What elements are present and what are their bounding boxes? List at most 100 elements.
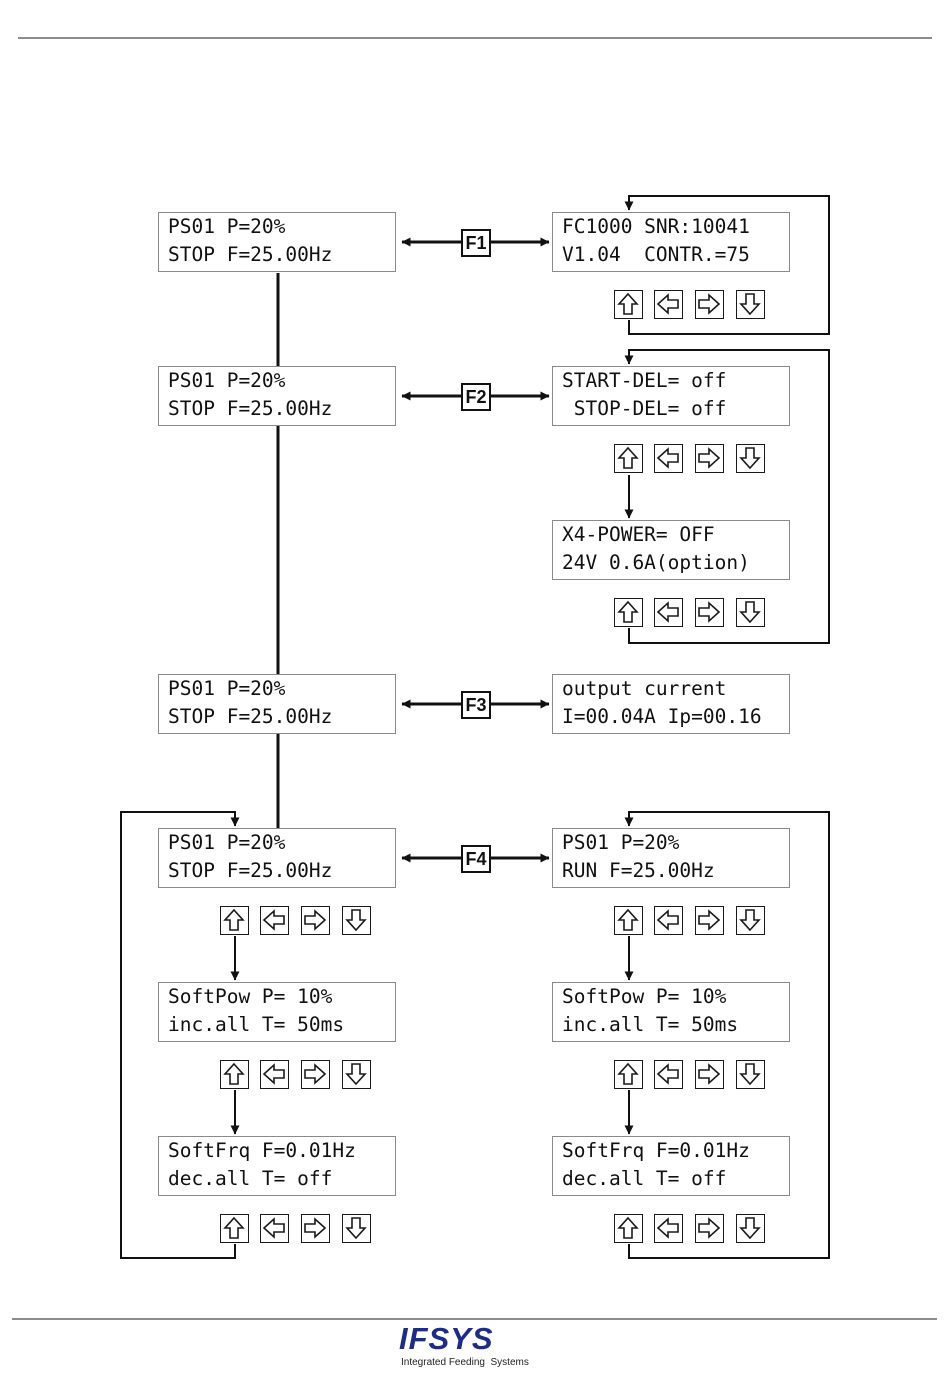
arrow-down-icon: [739, 1217, 761, 1240]
arrow-right-key: [301, 1060, 330, 1089]
f2-key: F2: [461, 383, 491, 411]
arrow-right-icon: [698, 1217, 721, 1239]
arrow-left-icon: [656, 909, 679, 931]
lcd-line-1: X4-POWER= OFF: [562, 523, 715, 546]
lcd-main-f3: PS01 P=20% STOP F=25.00Hz: [158, 674, 396, 734]
lcd-main-f1: PS01 P=20% STOP F=25.00Hz: [158, 212, 396, 272]
arrow-right-key: [695, 1060, 724, 1089]
arrow-right-icon: [304, 1063, 327, 1085]
lcd-line-1: PS01 P=20%: [168, 831, 286, 854]
f1-loop-line: [624, 195, 830, 335]
arrow-down-icon: [345, 909, 367, 932]
arrow-up-icon: [223, 1216, 245, 1239]
arrow-down-key: [736, 906, 765, 935]
arrow-left-key: [260, 1214, 289, 1243]
arrow-down-icon: [739, 293, 761, 316]
arrow-up-key: [614, 290, 643, 319]
lcd-delay: START-DEL= off STOP-DEL= off: [552, 366, 790, 426]
lcd-line-1: START-DEL= off: [562, 369, 727, 392]
keypad-delay: [614, 444, 766, 475]
lcd-main-f4: PS01 P=20% STOP F=25.00Hz: [158, 828, 396, 888]
arrow-up-key: [220, 1214, 249, 1243]
arrow-left-key: [654, 906, 683, 935]
arrow-up-icon: [617, 1062, 639, 1085]
arrow-right-key: [301, 906, 330, 935]
lcd-line-1: PS01 P=20%: [168, 215, 286, 238]
arrow-left-icon: [656, 601, 679, 623]
keypad-softpow-right: [614, 1060, 766, 1091]
lcd-softpow-right: SoftPow P= 10% inc.all T= 50ms: [552, 982, 790, 1042]
lcd-line-1: FC1000 SNR:10041: [562, 215, 750, 238]
logo-tagline: Integrated Feeding Systems: [401, 1357, 529, 1368]
arrow-right-key: [695, 444, 724, 473]
arrow-up-icon: [617, 1216, 639, 1239]
logo-wordmark: IFSYS: [399, 1322, 494, 1356]
arrow-down-key: [736, 1060, 765, 1089]
arrow-left-icon: [656, 293, 679, 315]
keypad-softfrq-left: [220, 1214, 372, 1245]
arrow-right-icon: [304, 1217, 327, 1239]
arrow-left-key: [654, 444, 683, 473]
arrow-up-key: [614, 906, 643, 935]
arrow-up-icon: [617, 908, 639, 931]
arrow-up-icon: [617, 292, 639, 315]
lcd-run: PS01 P=20% RUN F=25.00Hz: [552, 828, 790, 888]
arrow-down-key: [342, 1060, 371, 1089]
arrow-down-icon: [739, 601, 761, 624]
arrow-right-icon: [698, 293, 721, 315]
lcd-line-2: STOP F=25.00Hz: [168, 859, 333, 882]
arrow-up-icon: [617, 446, 639, 469]
arrow-right-icon: [304, 909, 327, 931]
lcd-softfrq-right: SoftFrq F=0.01Hz dec.all T= off: [552, 1136, 790, 1196]
lcd-line-1: PS01 P=20%: [168, 677, 286, 700]
ifsys-logo: IFSYS Integrated Feeding Systems: [399, 1322, 549, 1372]
f1-key: F1: [461, 229, 491, 257]
arrow-left-key: [654, 290, 683, 319]
arrow-left-icon: [656, 1217, 679, 1239]
lcd-line-1: SoftFrq F=0.01Hz: [562, 1139, 750, 1162]
arrow-left-key: [654, 1214, 683, 1243]
bottom-rule: [12, 1318, 937, 1320]
keypad-run: [614, 906, 766, 937]
arrow-up-key: [220, 1060, 249, 1089]
lcd-line-1: SoftPow P= 10%: [168, 985, 333, 1008]
arrow-down-icon: [345, 1063, 367, 1086]
keypad-softpow-left: [220, 1060, 372, 1091]
f4-key: F4: [461, 845, 491, 873]
lcd-softfrq-left: SoftFrq F=0.01Hz dec.all T= off: [158, 1136, 396, 1196]
lcd-output-current: output current I=00.04A Ip=00.16: [552, 674, 790, 734]
lcd-line-1: PS01 P=20%: [562, 831, 680, 854]
f4-left-loop-line: [120, 811, 240, 1259]
arrow-down-key: [736, 290, 765, 319]
lcd-line-2: STOP F=25.00Hz: [168, 705, 333, 728]
top-rule: [18, 37, 932, 39]
lcd-line-1: output current: [562, 677, 727, 700]
lcd-x4-power: X4-POWER= OFF 24V 0.6A(option): [552, 520, 790, 580]
arrow-up-icon: [223, 1062, 245, 1085]
arrow-down-key: [736, 1214, 765, 1243]
arrow-up-icon: [617, 600, 639, 623]
arrow-down-icon: [739, 1063, 761, 1086]
arrow-right-icon: [698, 447, 721, 469]
arrow-right-key: [695, 906, 724, 935]
f2-loop-line: [624, 349, 830, 644]
lcd-line-2: inc.all T= 50ms: [562, 1013, 739, 1036]
arrow-up-key: [614, 1060, 643, 1089]
arrow-right-key: [695, 290, 724, 319]
arrow-left-key: [654, 598, 683, 627]
lcd-line-2: V1.04 CONTR.=75: [562, 243, 750, 266]
arrow-left-key: [260, 1060, 289, 1089]
arrow-down-key: [342, 1214, 371, 1243]
arrow-down-key: [736, 598, 765, 627]
arrow-down-key: [342, 906, 371, 935]
arrow-left-key: [654, 1060, 683, 1089]
lcd-main-f2: PS01 P=20% STOP F=25.00Hz: [158, 366, 396, 426]
keypad-info: [614, 290, 766, 321]
arrow-right-icon: [698, 601, 721, 623]
lcd-line-1: SoftFrq F=0.01Hz: [168, 1139, 356, 1162]
lcd-line-2: 24V 0.6A(option): [562, 551, 750, 574]
arrow-up-icon: [223, 908, 245, 931]
arrow-down-key: [736, 444, 765, 473]
lcd-line-2: STOP F=25.00Hz: [168, 243, 333, 266]
